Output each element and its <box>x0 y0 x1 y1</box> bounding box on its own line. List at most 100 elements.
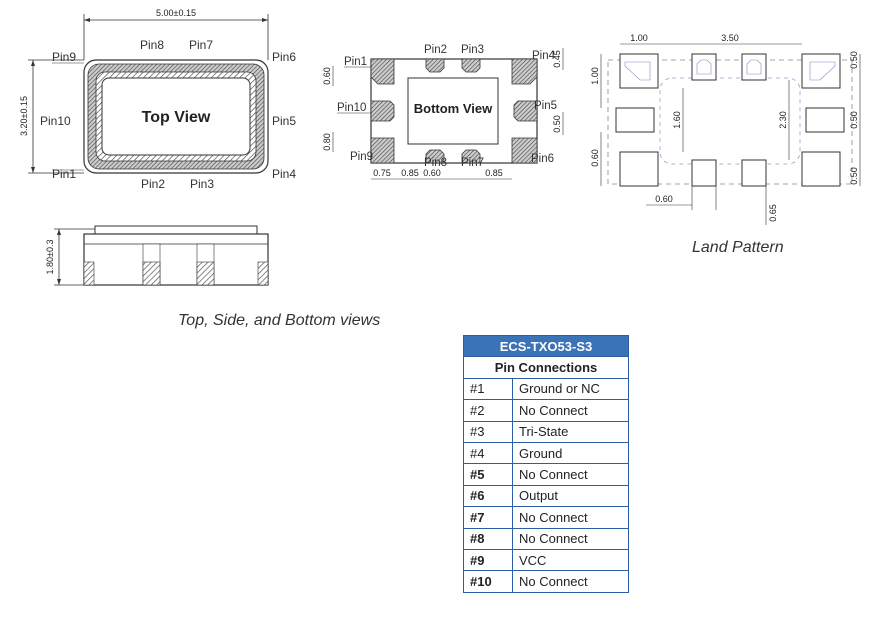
land-pattern: 1.00 3.50 1.00 0.60 1.60 2.30 0.50 0.50 … <box>590 33 861 225</box>
pin-function-cell: No Connect <box>512 399 629 422</box>
pin-number-cell: #4 <box>463 441 513 465</box>
land-dim-top-100: 1.00 <box>630 33 648 43</box>
pin-function-cell: No Connect <box>512 506 629 529</box>
bottom-dim-045: 0.45 <box>552 50 562 68</box>
bottom-pin1-label: Pin1 <box>344 56 367 68</box>
bottom-pad-pin1 <box>370 58 395 85</box>
pin-number-cell: #5 <box>463 463 513 486</box>
bottom-pin9-label: Pin9 <box>350 151 373 163</box>
top-pin2-label: Pin2 <box>141 177 165 191</box>
bottom-pad-pin6 <box>511 137 538 164</box>
pin-number-cell: #7 <box>463 506 513 529</box>
pin-number-cell: #8 <box>463 527 513 550</box>
top-pin7-label: Pin7 <box>189 38 213 52</box>
top-width-dim: 5.00±0.15 <box>156 8 196 18</box>
bottom-pin6-label: Pin6 <box>531 153 554 165</box>
land-pad-left <box>615 107 655 133</box>
bottom-view-label: Bottom View <box>414 101 493 116</box>
top-pin1-label: Pin1 <box>52 167 76 181</box>
pin-function-cell: VCC <box>512 548 629 572</box>
top-pin8-label: Pin8 <box>140 38 164 52</box>
top-pin3-label: Pin3 <box>190 177 214 191</box>
bottom-pin4-label: Pin4 <box>532 50 556 62</box>
bottom-dim-060: 0.60 <box>322 67 332 85</box>
top-pin4-label: Pin4 <box>272 167 296 181</box>
top-pin9-label: Pin9 <box>52 50 76 64</box>
pin-number-cell: #2 <box>463 399 513 422</box>
table-subtitle: Pin Connections <box>463 356 629 379</box>
bottom-pin5-label: Pin5 <box>534 100 557 112</box>
bottom-pad-pin7 <box>461 149 481 164</box>
bottom-pad-pin8 <box>425 149 445 164</box>
bottom-dim-075: 0.75 <box>373 168 391 178</box>
land-pad-bottom-right <box>801 151 841 187</box>
bottom-dim-080: 0.80 <box>322 133 332 151</box>
top-pin5-label: Pin5 <box>272 114 296 128</box>
land-dim-top-350: 3.50 <box>721 33 739 43</box>
land-pad-top-left <box>619 53 659 89</box>
top-pin10-label: Pin10 <box>40 114 71 128</box>
side-body <box>83 233 269 286</box>
bottom-dim-085b: 0.85 <box>485 168 503 178</box>
pin-function-cell: No Connect <box>512 463 629 486</box>
side-height-dim: 1.80±0.3 <box>45 240 55 275</box>
top-view: 5.00±0.15 3.20±0.15 Top View Pin9 Pin8 P… <box>19 8 296 191</box>
pin-number-cell: #6 <box>463 484 513 508</box>
land-dim-bottom-060: 0.60 <box>655 194 673 204</box>
side-view: 1.80±0.3 <box>45 225 269 286</box>
bottom-pin2-label: Pin2 <box>424 44 447 56</box>
land-pad-bottom-b <box>741 159 767 187</box>
bottom-pin7-label: Pin7 <box>461 157 484 169</box>
bottom-dim-060b: 0.60 <box>423 168 441 178</box>
land-pad-top-right <box>801 53 841 89</box>
top-height-dim: 3.20±0.15 <box>19 96 29 136</box>
pin-function-cell: No Connect <box>512 570 629 593</box>
land-dim-right-050a: 0.50 <box>849 51 859 69</box>
land-pad-bottom-a <box>691 159 717 187</box>
side-lid <box>94 225 258 235</box>
bottom-pad-pin9 <box>370 137 395 164</box>
caption-land-pattern: Land Pattern <box>692 239 784 256</box>
top-view-label: Top View <box>142 109 211 126</box>
pin-number-cell: #3 <box>463 420 513 443</box>
land-dim-bottom-065: 0.65 <box>768 204 778 222</box>
land-pad-top-a <box>691 53 717 81</box>
land-pad-right <box>805 107 845 133</box>
land-dim-left-060: 0.60 <box>590 149 600 167</box>
land-dim-right-050b: 0.50 <box>849 111 859 129</box>
pin-function-cell: No Connect <box>512 527 629 550</box>
bottom-pad-pin3 <box>461 58 481 73</box>
land-dim-right-050c: 0.50 <box>849 167 859 185</box>
land-pad-bottom-left <box>619 151 659 187</box>
pin-number-cell: #1 <box>463 377 513 401</box>
pin-function-cell: Output <box>512 484 629 508</box>
bottom-pad-pin2 <box>425 58 445 73</box>
pin-number-cell: #10 <box>463 570 513 593</box>
pin-function-cell: Ground or NC <box>512 377 629 401</box>
bottom-pin10-label: Pin10 <box>337 102 366 114</box>
top-pin6-label: Pin6 <box>272 50 296 64</box>
caption-views: Top, Side, and Bottom views <box>178 312 381 329</box>
bottom-center-box <box>407 77 499 145</box>
land-pad-top-b <box>741 53 767 81</box>
pin-function-cell: Ground <box>512 441 629 465</box>
pin-number-cell: #9 <box>463 548 513 572</box>
bottom-view: Bottom View Pin1 Pin2 Pin3 Pin4 Pin10 Pi… <box>322 44 564 180</box>
pin-function-cell: Tri-State <box>512 420 629 443</box>
bottom-dim-085a: 0.85 <box>401 168 419 178</box>
bottom-dim-050: 0.50 <box>552 115 562 133</box>
bottom-pad-pin10 <box>370 100 395 122</box>
land-dim-left-100: 1.00 <box>590 67 600 85</box>
